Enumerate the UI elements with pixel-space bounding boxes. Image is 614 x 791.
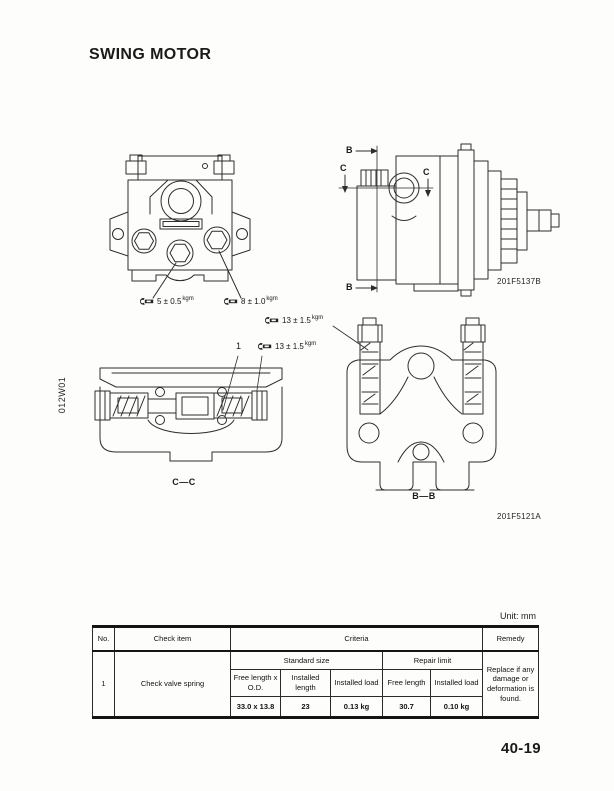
side-view-drawing bbox=[339, 144, 559, 296]
torque-wrench-icon bbox=[139, 297, 154, 305]
col-header-no: No. bbox=[92, 626, 115, 652]
col-header-check-item: Check item bbox=[114, 626, 231, 652]
cell-installed-load: 0.13 kg bbox=[330, 696, 383, 718]
torque-value: 13 ± 1.5 bbox=[275, 342, 304, 351]
cell-installed-load-repair: 0.10 kg bbox=[429, 696, 484, 718]
section-arrow-label-c-right: C bbox=[423, 167, 430, 177]
section-bb-label: B—B bbox=[412, 491, 436, 501]
torque-unit: kgm bbox=[311, 315, 324, 321]
torque-unit: kgm bbox=[266, 296, 278, 302]
section-cc-drawing bbox=[95, 356, 282, 461]
front-view-drawing bbox=[110, 155, 250, 298]
section-arrow-label-b-top: B bbox=[346, 145, 353, 155]
table-data-row: 33.0 x 13.8 23 0.13 kg 30.7 0.10 kg bbox=[93, 696, 539, 718]
torque-value: 13 ± 1.5 bbox=[282, 316, 311, 325]
col-header-repair-limit: Repair limit bbox=[381, 650, 484, 670]
section-arrow-label-b-bottom: B bbox=[346, 282, 353, 292]
table-header-row: No. Check item Criteria Remedy bbox=[92, 626, 540, 652]
table-subheader-row-1: 1 Check valve spring Standard size Repai… bbox=[92, 650, 540, 718]
col-header-installed-load-repair: Installed load bbox=[429, 669, 484, 697]
cell-remedy: Replace if any damage or deformation is … bbox=[482, 650, 540, 718]
margin-code: 012W01 bbox=[57, 376, 67, 414]
section-arrow-label-c-left: C bbox=[340, 163, 347, 173]
part-callout-1: 1 bbox=[236, 341, 242, 351]
figure-code-side-view: 201F5137B bbox=[497, 277, 542, 286]
unit-note: Unit: mm bbox=[500, 611, 536, 621]
section-cc-label: C—C bbox=[172, 477, 196, 487]
torque-unit: kgm bbox=[182, 296, 194, 302]
torque-value: 5 ± 0.5 bbox=[157, 297, 182, 306]
torque-callout-front-right: 8 ± 1.0 kgm bbox=[223, 296, 278, 306]
torque-wrench-icon bbox=[257, 342, 272, 350]
cell-installed-length: 23 bbox=[280, 696, 331, 718]
torque-callout-front-left: 5 ± 0.5 kgm bbox=[139, 296, 194, 306]
col-header-remedy: Remedy bbox=[482, 626, 540, 652]
col-header-installed-length: Installed length bbox=[280, 669, 331, 697]
spec-table-section: Unit: mm No. Check item Criteria Remedy … bbox=[92, 611, 540, 719]
cell-no: 1 bbox=[92, 650, 115, 718]
col-header-criteria: Criteria bbox=[229, 626, 484, 652]
torque-unit: kgm bbox=[304, 341, 317, 347]
col-header-free-length-od: Free length x O.D. bbox=[230, 669, 281, 697]
cell-free-length-od: 33.0 x 13.8 bbox=[230, 696, 281, 718]
torque-wrench-icon bbox=[223, 297, 238, 305]
torque-value: 8 ± 1.0 bbox=[241, 297, 266, 306]
cell-free-length: 30.7 bbox=[382, 696, 431, 718]
torque-callout-section-cc: 13 ± 1.5 kgm bbox=[257, 341, 317, 351]
check-criteria-table: No. Check item Criteria Remedy 1 Check v… bbox=[92, 625, 540, 719]
col-header-free-length: Free length bbox=[382, 669, 431, 697]
cell-check-item: Check valve spring bbox=[114, 650, 231, 718]
section-bb-drawing bbox=[333, 318, 496, 490]
page-number: 40-19 bbox=[501, 740, 541, 757]
col-header-installed-load: Installed load bbox=[330, 669, 383, 697]
figure-code-section-bb: 201F5121A bbox=[497, 512, 542, 521]
torque-wrench-icon bbox=[264, 316, 279, 324]
page-title: SWING MOTOR bbox=[89, 46, 212, 63]
torque-callout-section-bb: 13 ± 1.5 kgm bbox=[264, 315, 324, 325]
col-header-standard-size: Standard size bbox=[230, 650, 383, 670]
